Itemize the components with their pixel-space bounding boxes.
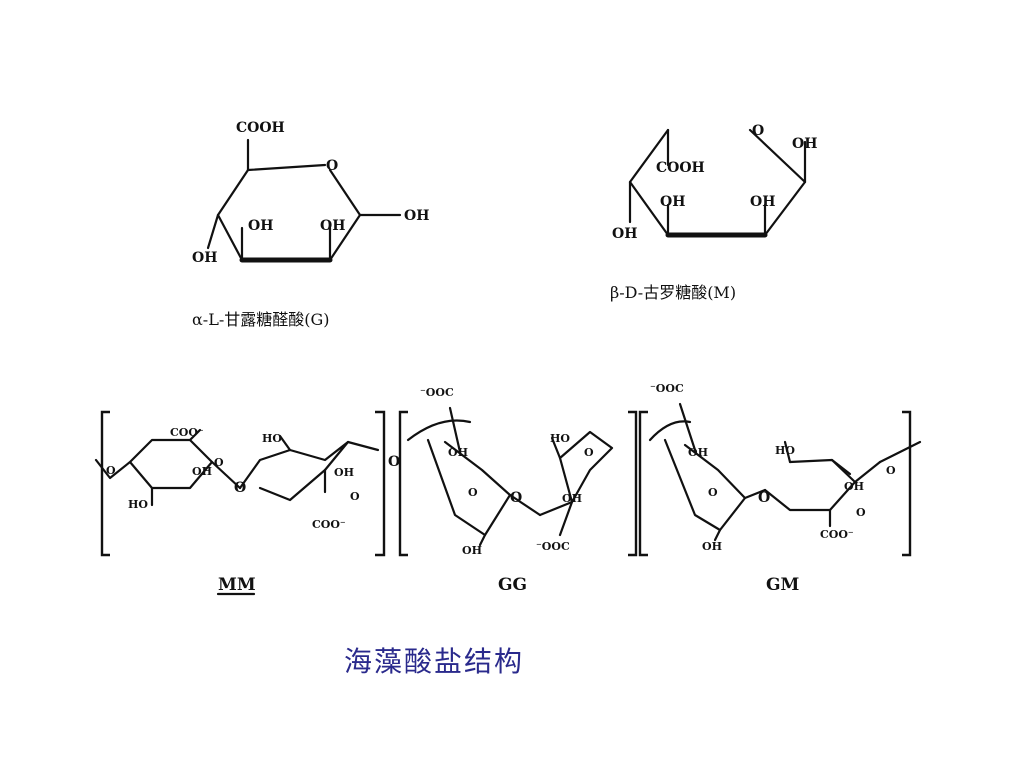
- oh-label: OH: [562, 492, 582, 505]
- ho-label: HO: [775, 444, 795, 457]
- bridge-oxygen-label: O: [758, 490, 770, 506]
- c4-oh-label: OH: [612, 226, 637, 242]
- bridge-oxygen-label: O: [234, 480, 246, 496]
- carboxylate-label: ⁻OOC: [536, 540, 570, 553]
- gg-block: ⁻OOC OH OH HO OH ⁻OOC O O O GG: [406, 386, 614, 595]
- gm-block: ⁻OOC OH OH HO OH COO⁻ O O O O GM: [648, 382, 922, 595]
- guluronic-acid-structure: COOH O OH OH OH OH α-L-甘露糖醛酸(G): [192, 120, 429, 329]
- ring-oxygen-label: O: [326, 158, 338, 174]
- oh-label: OH: [844, 480, 864, 493]
- ring-oxygen-label: O: [350, 490, 360, 503]
- bridge-oxygen-label: O: [510, 490, 522, 506]
- carboxylate-label: ⁻OOC: [650, 382, 684, 395]
- oh-label: OH: [688, 446, 708, 459]
- ho-label: HO: [262, 432, 282, 445]
- guluronic-caption: α-L-甘露糖醛酸(G): [192, 310, 330, 329]
- ho-label: HO: [550, 432, 570, 445]
- page-caption: 海藻酸盐结构: [344, 645, 525, 678]
- mannuronic-caption: β-D-古罗糖酸(M): [610, 283, 736, 302]
- ring-oxygen-label: O: [214, 456, 224, 469]
- alginate-chain-structure: COO⁻ OH HO HO OH COO⁻ O O O O O MM ⁻OOC …: [94, 382, 922, 596]
- carboxylate-label: ⁻OOC: [420, 386, 454, 399]
- guluronic-ring-bonds: [206, 138, 402, 263]
- carboxylate-label: COO⁻: [820, 528, 854, 541]
- gm-label: GM: [766, 575, 800, 595]
- c4-oh-label: OH: [192, 250, 217, 266]
- mm-label: MM: [218, 575, 256, 595]
- carboxylate-label: COO⁻: [170, 426, 204, 439]
- gg-label: GG: [498, 575, 527, 595]
- ho-label: HO: [128, 498, 148, 511]
- carboxylate-label: COO⁻: [312, 518, 346, 531]
- end-oxygen-label: O: [886, 464, 896, 477]
- ring-oxygen-label: O: [708, 486, 718, 499]
- ring-oh-label: OH: [320, 218, 345, 234]
- ring-oh-label: OH: [750, 194, 775, 210]
- ring-oxygen-label: O: [468, 486, 478, 499]
- ring-oh-label: OH: [248, 218, 273, 234]
- c1-oh-label: OH: [792, 136, 817, 152]
- oh-label: OH: [702, 540, 722, 553]
- oh-label: OH: [334, 466, 354, 479]
- oh-label: OH: [448, 446, 468, 459]
- c1-oh-label: OH: [404, 208, 429, 224]
- mm-block: COO⁻ OH HO HO OH COO⁻ O O O O O MM: [94, 426, 400, 596]
- ring-oxygen-label: O: [752, 123, 764, 139]
- oh-label: OH: [462, 544, 482, 557]
- end-oxygen-label: O: [388, 454, 400, 470]
- cooh-label: COOH: [656, 160, 705, 176]
- ring-oxygen-label: O: [856, 506, 866, 519]
- end-oxygen-label: O: [106, 464, 116, 477]
- ring-oxygen-label: O: [584, 446, 594, 459]
- ring-oh-label: OH: [660, 194, 685, 210]
- mannuronic-acid-structure: O OH COOH OH OH OH β-D-古罗糖酸(M): [610, 123, 817, 302]
- mannuronic-ring-bonds: [628, 128, 807, 238]
- block-brackets: [100, 410, 912, 557]
- oh-label: OH: [192, 465, 212, 478]
- cooh-label: COOH: [236, 120, 285, 136]
